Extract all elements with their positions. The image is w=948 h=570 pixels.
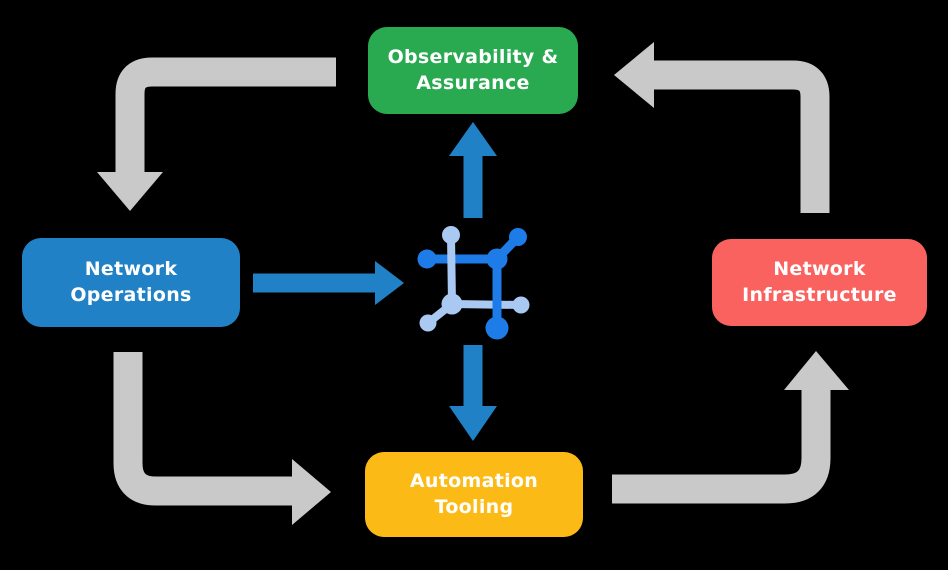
node-network-operations: Network Operations bbox=[22, 238, 240, 327]
node-network-infrastructure: Network Infrastructure bbox=[712, 239, 927, 326]
node-label: Network Infrastructure bbox=[742, 257, 897, 306]
node-label: Automation Tooling bbox=[409, 469, 539, 518]
flow-arrow-center-to-observability bbox=[449, 122, 497, 218]
node-observability-assurance: Observability & Assurance bbox=[368, 27, 578, 114]
node-automation-tooling: Automation Tooling bbox=[365, 452, 583, 537]
node-label: Observability & Assurance bbox=[387, 45, 559, 94]
flow-arrow-center-to-automation bbox=[449, 345, 497, 441]
cycle-arrow-operations-to-automation bbox=[113, 352, 331, 525]
node-label: Network Operations bbox=[70, 257, 192, 306]
cycle-arrow-observability-to-operations bbox=[97, 57, 336, 211]
cycle-arrow-infrastructure-to-observability bbox=[614, 42, 830, 213]
network-mesh-icon bbox=[417, 226, 530, 340]
flow-arrow-operations-to-center bbox=[253, 261, 404, 305]
cycle-arrow-automation-to-infrastructure bbox=[612, 351, 849, 504]
